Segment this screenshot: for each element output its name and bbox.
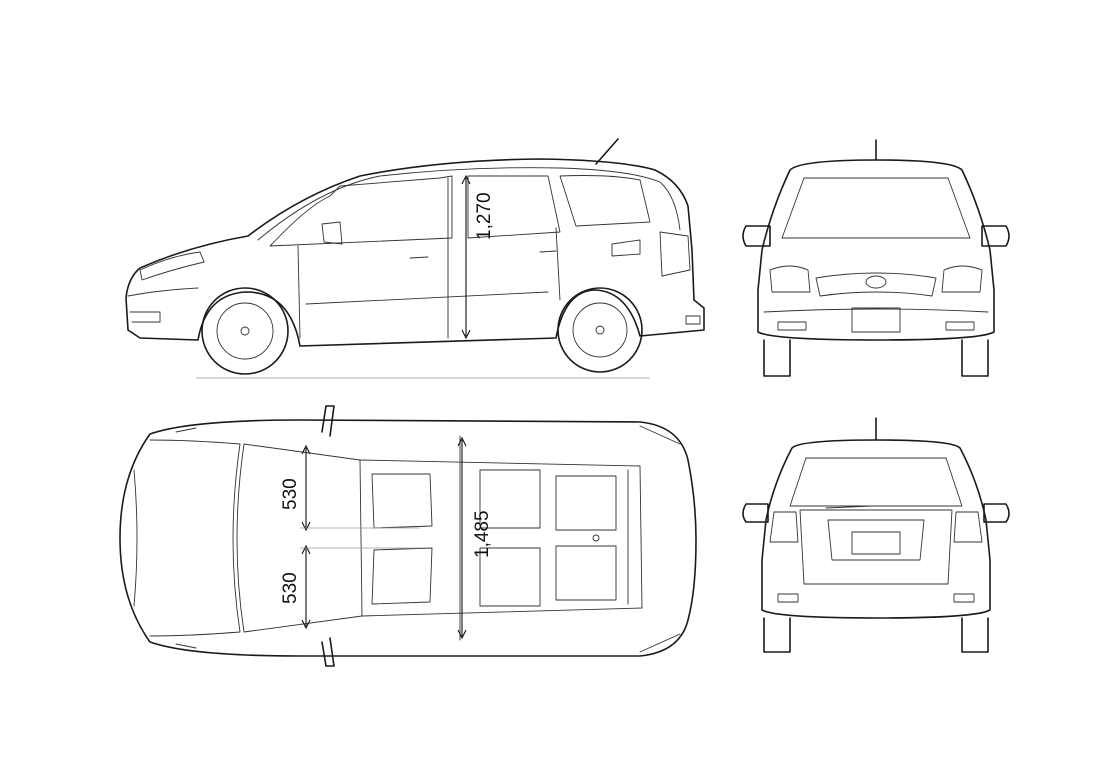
right-headlight (941, 265, 983, 293)
front-license-plate (851, 307, 901, 333)
emblem (865, 275, 887, 289)
side-body-outline (125, 158, 705, 347)
right-taillight (953, 511, 983, 543)
seat-width-lower-label: 530 (280, 572, 301, 604)
right-mirror (981, 225, 1010, 247)
grille (815, 272, 937, 297)
rear-view (742, 417, 1010, 653)
height-dimension: 1,270 (461, 174, 495, 340)
front-body-outline (757, 159, 995, 341)
top-view: 530 530 1,485 (119, 405, 697, 667)
front-wheel (201, 287, 289, 375)
rear-body-outline (761, 439, 991, 619)
side-view: 1,270 (125, 138, 705, 379)
height-dimension-label: 1,270 (474, 192, 495, 240)
rear-door-window (467, 175, 561, 239)
cabin-width-dimension: 1,485 (457, 436, 493, 640)
seat-width-dimension-upper: 530 (280, 444, 420, 532)
cabin-width-label: 1,485 (472, 510, 493, 558)
left-mirror (742, 225, 771, 247)
headlight (139, 251, 205, 281)
seat-width-dimension-lower: 530 (280, 544, 420, 630)
rear-right-mirror (983, 503, 1010, 523)
top-body-outline (119, 419, 697, 657)
windshield (781, 177, 971, 239)
left-headlight (769, 265, 811, 293)
front-window (269, 175, 453, 247)
antenna (595, 138, 619, 165)
seat-width-upper-label: 530 (280, 478, 301, 510)
cabin-outline (359, 459, 643, 617)
front-view (742, 139, 1010, 377)
top-left-mirror (321, 405, 335, 437)
rear-window (789, 457, 963, 507)
left-taillight (769, 511, 799, 543)
rear-license-plate (851, 531, 901, 555)
quarter-window (559, 175, 651, 227)
rear-wheel (557, 287, 643, 373)
side-mirror (321, 221, 343, 245)
top-right-mirror (321, 637, 335, 667)
rear-left-mirror (742, 503, 769, 523)
